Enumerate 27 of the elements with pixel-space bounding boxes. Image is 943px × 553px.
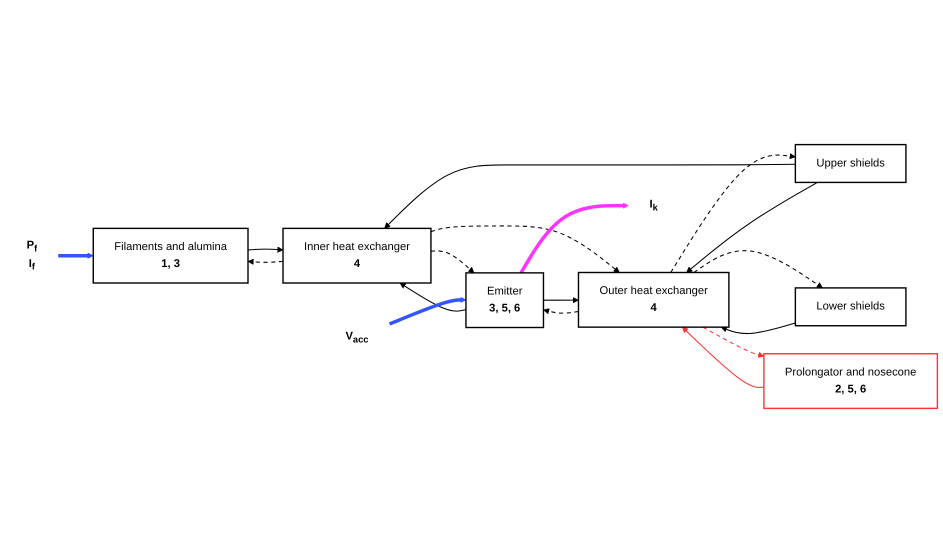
arrow	[670, 153, 796, 273]
node-box: Lower shields	[794, 287, 907, 326]
node-box: Inner heat exchanger 4	[282, 228, 432, 284]
arrow	[384, 164, 796, 229]
arrow	[543, 297, 579, 304]
arrow	[702, 326, 764, 358]
arrow	[686, 182, 818, 273]
node-box: Outer heat exchanger 4	[578, 272, 730, 328]
arrow	[720, 322, 796, 334]
node-text: P$_{f}$ I$_{f}$	[26, 239, 38, 272]
node-text: V$_{acc}$	[345, 330, 369, 344]
arrow	[682, 326, 764, 388]
arrow	[248, 246, 284, 253]
arrow	[430, 225, 620, 273]
node-box: Emitter 3, 5, 6	[465, 272, 544, 328]
arrow	[519, 202, 629, 274]
arrow	[58, 252, 94, 259]
arrow	[400, 282, 466, 312]
node-box: Filaments and alumina 1, 3	[92, 228, 249, 284]
node-box: Upper shields	[794, 144, 907, 184]
arrow	[430, 250, 474, 274]
arrow	[694, 250, 823, 288]
node-box: Prolongator and nosecone 2, 5, 6	[763, 353, 938, 410]
node-text: I$_{k}$	[650, 198, 658, 213]
arrow	[248, 258, 284, 265]
arrow	[388, 296, 466, 326]
arrow	[543, 308, 579, 314]
